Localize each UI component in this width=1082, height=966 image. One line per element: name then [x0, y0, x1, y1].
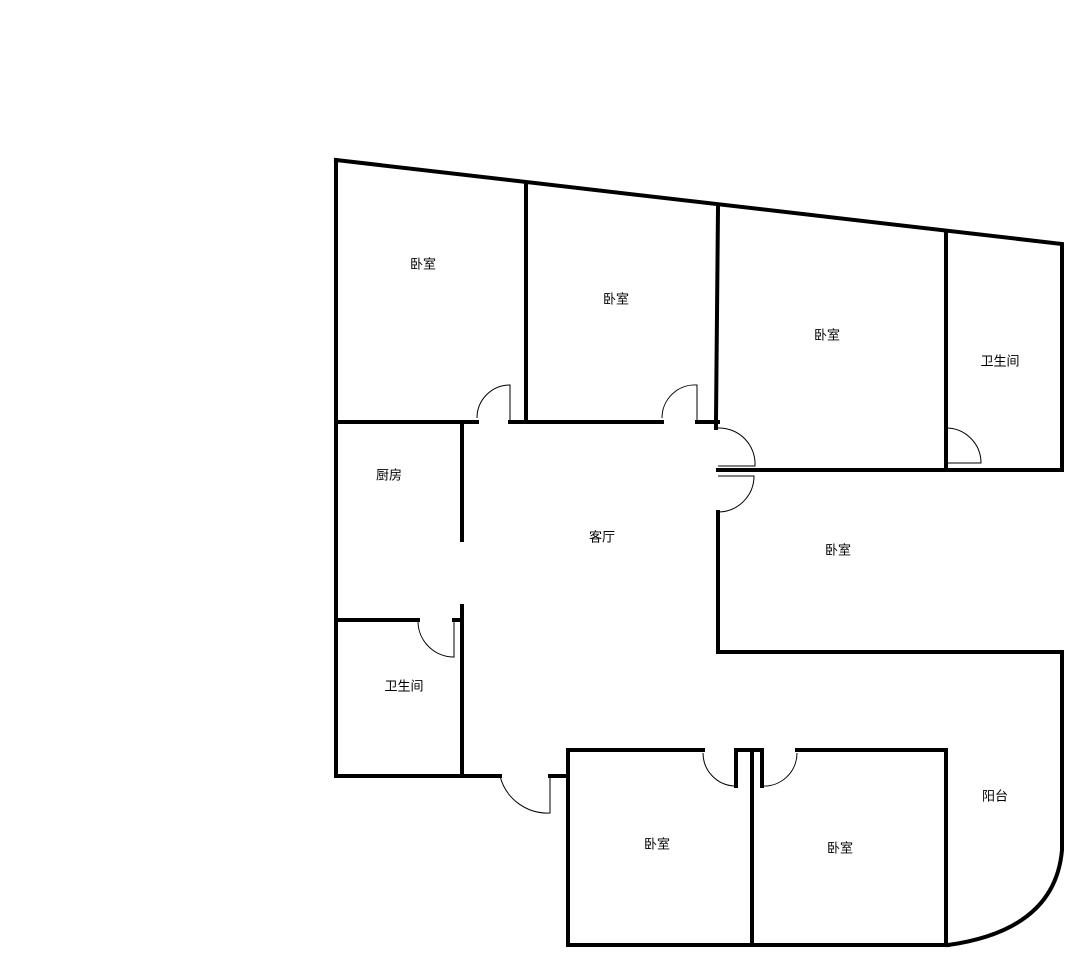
doors	[417, 384, 982, 814]
room-label-kitchen: 厨房	[376, 468, 402, 484]
room-label-bathroom-w: 卫生间	[384, 680, 423, 695]
interior-walls	[334, 183, 1064, 947]
room-label-bedroom-5: 卧室	[644, 837, 670, 853]
room-label-bedroom-1: 卧室	[410, 257, 436, 273]
exterior-walls	[333, 157, 1064, 948]
room-label-balcony: 阳台	[982, 790, 1008, 805]
room-label-bedroom-4: 卧室	[825, 543, 851, 559]
room-label-bedroom-2: 卧室	[603, 292, 629, 308]
room-label-bedroom-3: 卧室	[814, 328, 840, 344]
room-label-bathroom-ne: 卫生间	[980, 355, 1019, 370]
room-labels: 卧室 卧室 卧室 卫生间 厨房 客厅 卧室 卫生间 卧室 卧室 阳台	[376, 257, 1020, 857]
room-label-bedroom-6: 卧室	[827, 841, 853, 857]
room-label-living-room: 客厅	[589, 530, 615, 546]
